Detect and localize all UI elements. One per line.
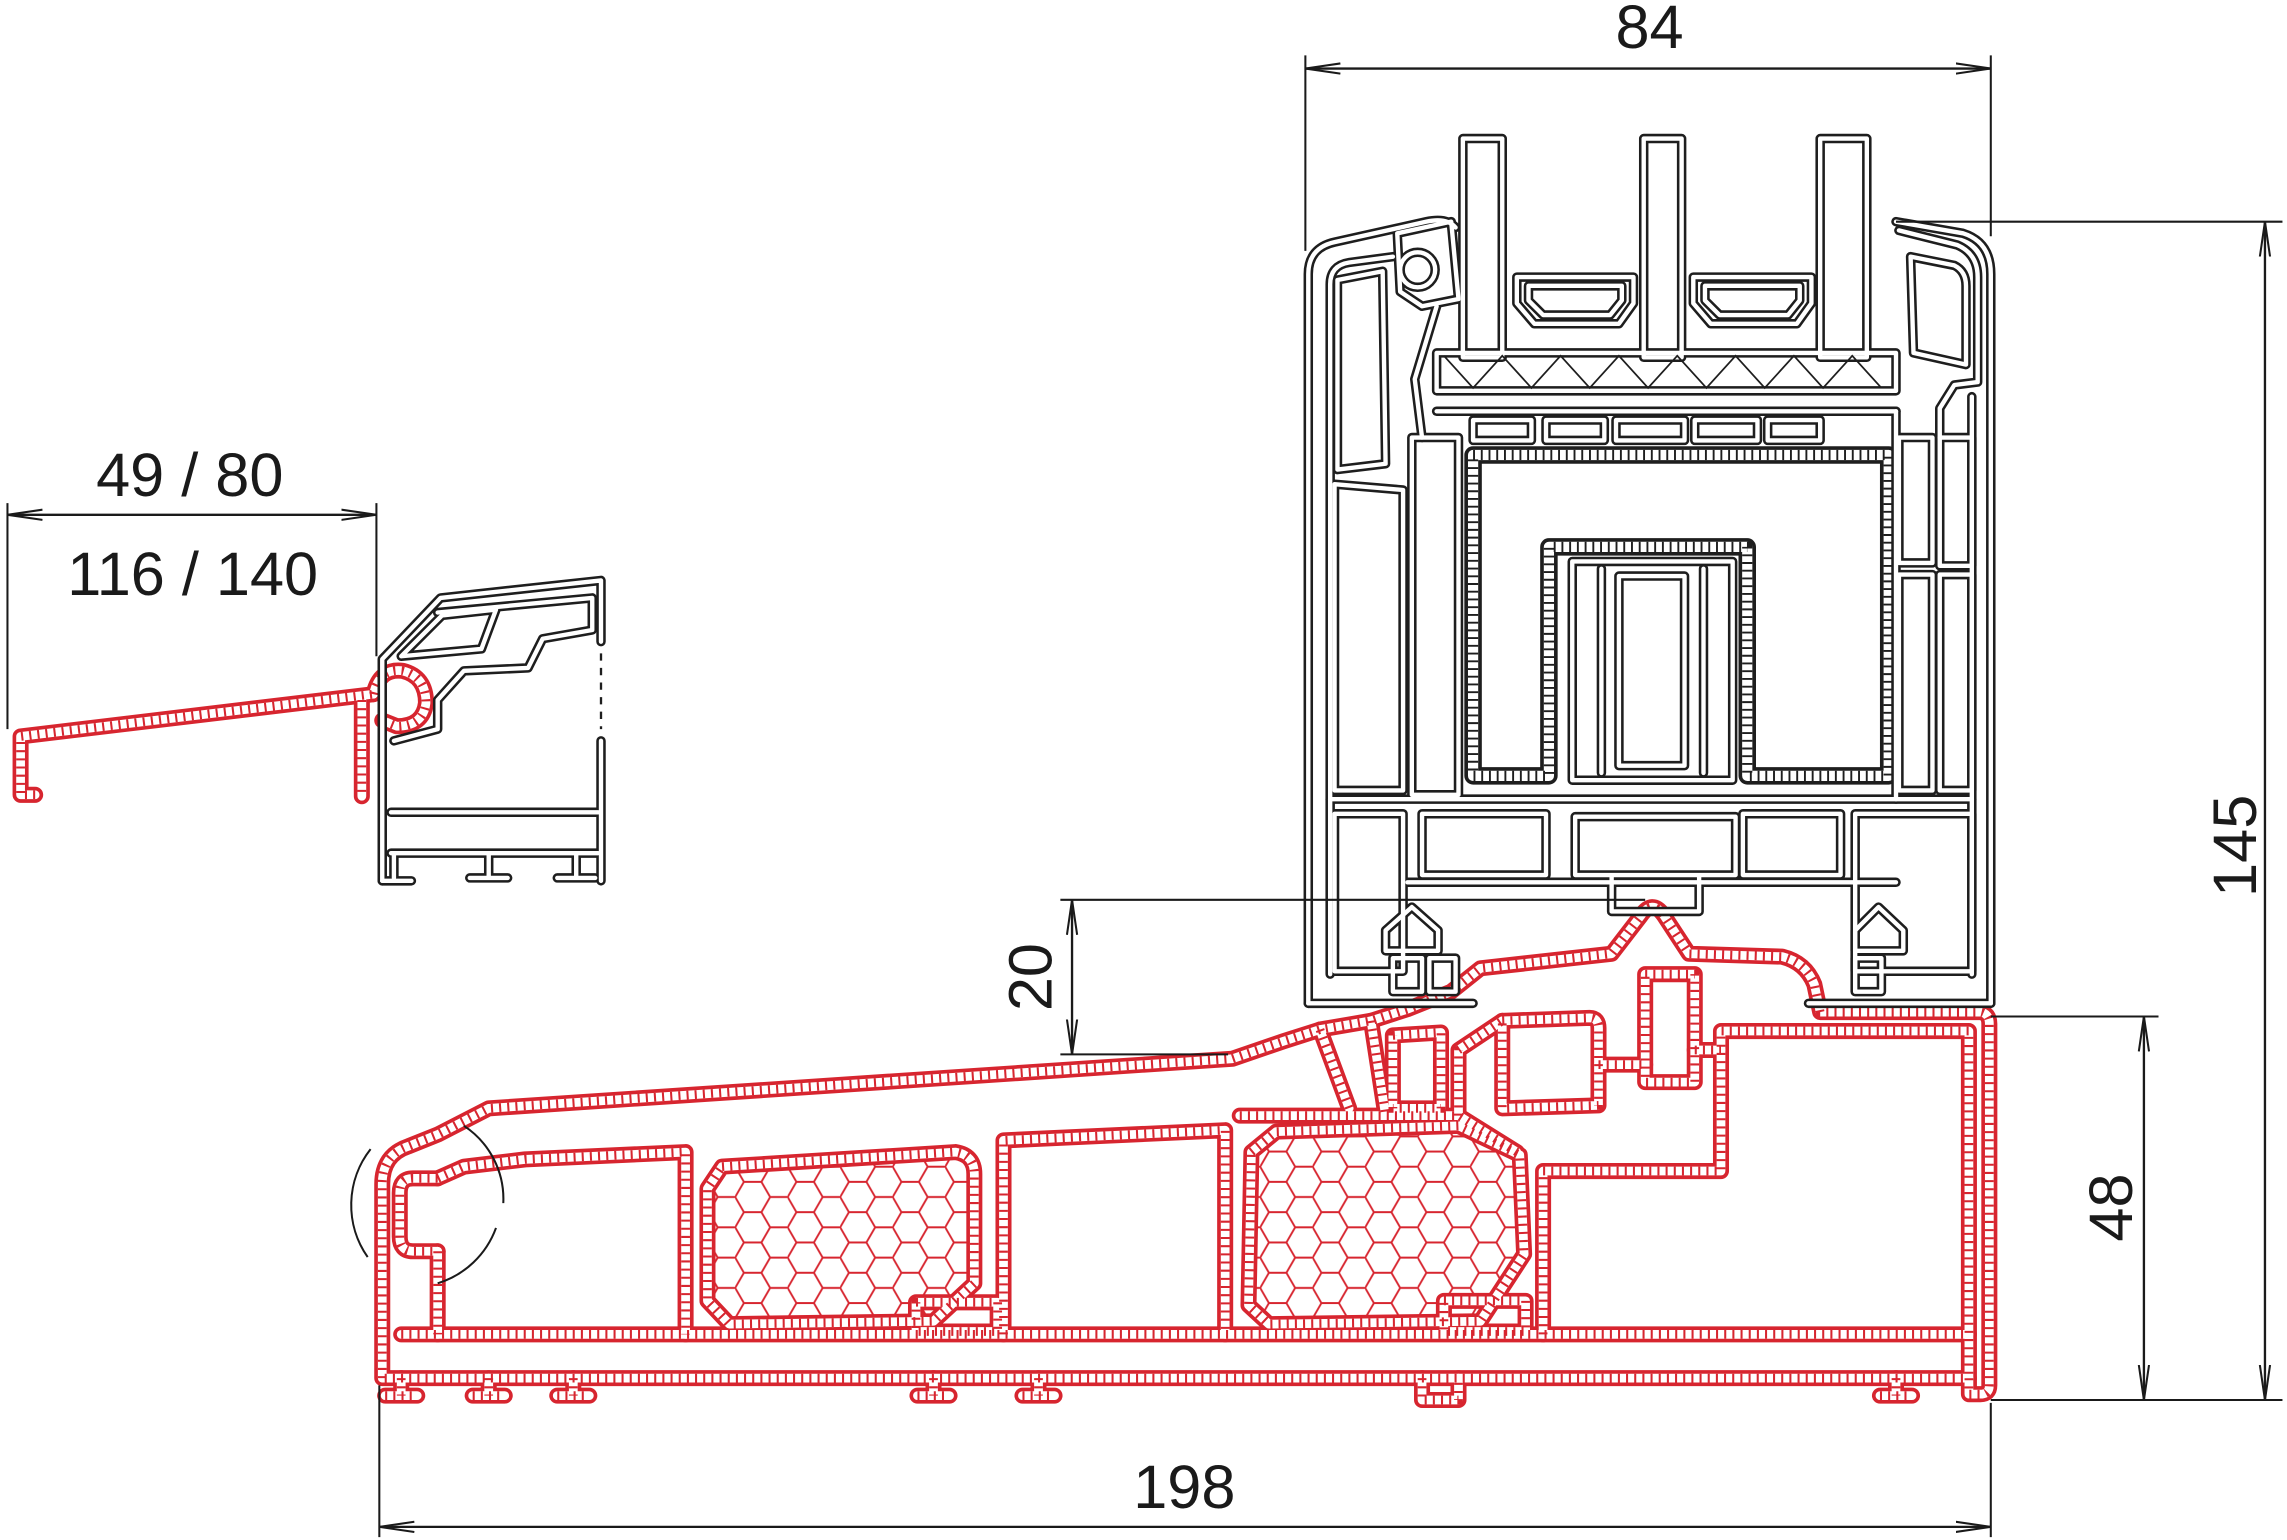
sill-upper-chamber-2 <box>1497 1013 1603 1113</box>
hardware-bolt-lower <box>1572 814 1738 914</box>
add-on-profile-base <box>380 810 601 884</box>
frame-chamber-right-4 <box>1937 572 1975 793</box>
hardware-bolt-upper <box>1570 559 1735 783</box>
sill-centre-rib-chamber <box>1640 969 1700 1087</box>
sash-transom-chambers <box>1470 417 1823 443</box>
insulation-core-b <box>1248 1125 1525 1325</box>
sill-outer-contour <box>377 902 1994 1399</box>
steel-reinforcement <box>1467 449 1894 781</box>
dim-sill-height-label: 48 <box>2077 1173 2145 1241</box>
frame-chamber-bottom-left <box>1419 811 1549 878</box>
sill-nose-hook <box>395 1173 438 1256</box>
window-frame-and-sash <box>380 136 1993 1006</box>
sill-upper-chamber-1 <box>1388 1027 1446 1113</box>
frame-chamber-right-bottom <box>1852 811 1975 974</box>
add-on-profile-chamber <box>399 607 499 659</box>
glass-pane-outer <box>1460 136 1505 360</box>
dim-sill-extension-label-2: 116 / 140 <box>67 540 318 608</box>
bottom-gasket-right <box>1852 904 1906 994</box>
frame-top-right-bead-chamber <box>1908 254 1969 367</box>
sill-middle-chamber <box>999 1125 1230 1335</box>
glass-pane-inner <box>1817 136 1870 360</box>
sash-left-chamber <box>1409 435 1461 797</box>
glazing-spacer-1 <box>1514 274 1636 326</box>
steel-channel <box>1467 449 1894 781</box>
frame-chamber-right-3 <box>1896 572 1935 793</box>
steel-hatch-layer <box>1467 449 1894 781</box>
glazing-seal-circle <box>1397 250 1438 290</box>
detail-marker-arc-left <box>350 1148 372 1258</box>
glass-pane-middle <box>1641 136 1684 360</box>
dim-overall-depth-label: 198 <box>1133 1453 1235 1521</box>
sill-rear-chamber <box>1538 1026 1974 1379</box>
dim-sill-extension-label-1: 49 / 80 <box>96 441 283 509</box>
insulation-chamber-a-wall <box>703 1147 979 1329</box>
frame-outer-right <box>1893 219 1993 1006</box>
frame-chamber-left-middle <box>1332 481 1406 793</box>
dim-frame-width-label: 84 <box>1615 0 1683 61</box>
dim-overall-height-label: 145 <box>2201 795 2269 897</box>
dim-threshold-label: 20 <box>997 943 1065 1011</box>
frame-top-right-bead <box>1896 228 1980 440</box>
frame-chamber-right-1 <box>1896 435 1935 566</box>
sill-feet <box>385 1378 1913 1405</box>
sill-front-chamber <box>433 1147 690 1335</box>
detail-marker-arc-lower <box>437 1227 497 1285</box>
frame-chamber-left-top <box>1335 269 1388 472</box>
frame-walls-core-layer <box>380 136 1993 1006</box>
sill-walls-hatch-layer <box>16 666 1994 1405</box>
add-on-profile-outer <box>380 578 604 884</box>
frame-chamber-left-bottom <box>1332 811 1406 974</box>
glazing-spacer-2 <box>1691 274 1814 326</box>
glazing-gasket-hatch <box>1443 354 1883 390</box>
bottom-gasket-left <box>1383 904 1458 994</box>
insulation-core-a <box>707 1152 975 1325</box>
frame-chamber-bottom-right <box>1740 811 1843 878</box>
add-on-profile-step <box>391 595 595 744</box>
detail-marker-arc-upper <box>463 1124 505 1204</box>
sill-bottom-chamber-2 <box>1439 1296 1530 1336</box>
glazing-bead-left <box>1395 219 1461 440</box>
frame-inner-left-wall <box>1327 254 1396 977</box>
frame-chamber-right-2 <box>1937 435 1975 569</box>
threshold-sill-profile <box>16 666 1994 1405</box>
glazing-gasket-band <box>1434 350 1899 394</box>
sill-upper-web-walls <box>1239 1017 1721 1156</box>
